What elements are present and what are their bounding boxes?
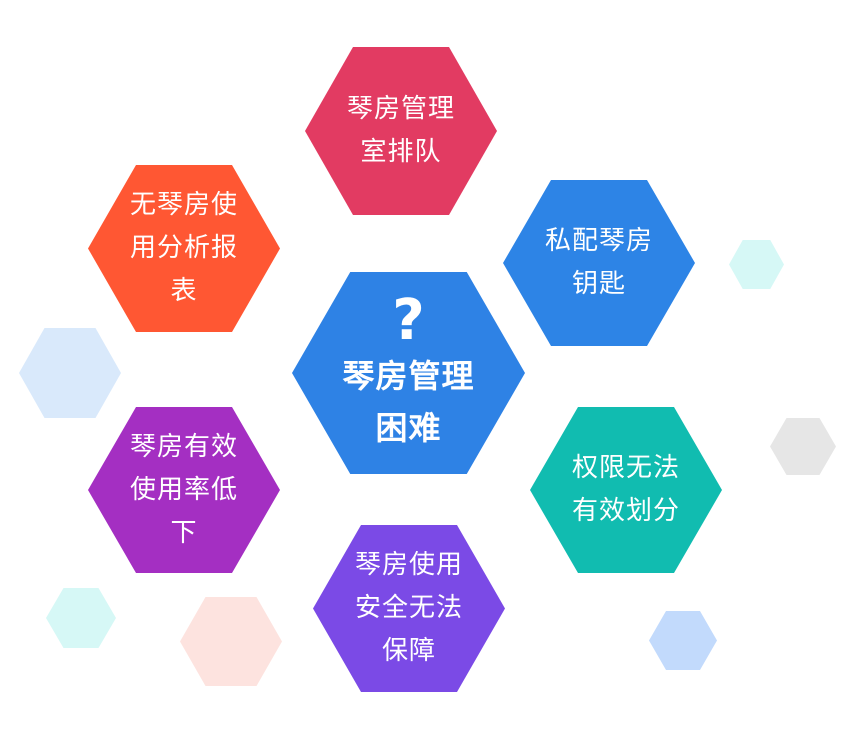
problem-text-line: 表 — [170, 276, 198, 306]
problem-text-line: 琴房管理 — [346, 94, 455, 124]
problem-hex-permissions: 权限无法有效划分 — [530, 407, 722, 573]
problem-text-line: 下 — [170, 517, 198, 548]
decor-hex-6 — [649, 611, 717, 670]
center-title-line-1: 琴房管理 — [342, 357, 475, 395]
problem-hex-queue: 琴房管理室排队 — [305, 47, 497, 215]
decor-hex-2 — [729, 240, 784, 289]
decor-hex-5 — [180, 597, 282, 686]
decor-hex-3 — [770, 418, 836, 475]
decor-hex-1 — [19, 328, 121, 418]
problem-text-line: 私配琴房 — [544, 226, 653, 256]
problem-hex-keys: 私配琴房钥匙 — [503, 180, 695, 346]
center-hex: ? 琴房管理 困难 — [292, 272, 525, 474]
problem-text-line: 无琴房使 — [129, 190, 238, 220]
problem-text-line: 用分析报 — [129, 233, 238, 263]
question-mark-icon: ? — [392, 288, 425, 353]
problem-text-line: 权限无法 — [571, 453, 680, 483]
problem-text-line: 有效划分 — [571, 496, 680, 526]
problem-text-line: 使用率低 — [129, 474, 238, 505]
problem-hex-safety: 琴房使用安全无法保障 — [313, 525, 505, 692]
problem-text-line: 钥匙 — [571, 269, 626, 299]
problem-text-line: 室排队 — [360, 137, 442, 167]
problem-text-line: 琴房有效 — [129, 431, 238, 462]
center-title-line-2: 困难 — [375, 409, 442, 447]
problem-hex-no-report: 无琴房使用分析报表 — [88, 165, 280, 332]
problem-text-line: 安全无法 — [354, 593, 463, 623]
problem-text-line: 琴房使用 — [354, 550, 463, 580]
decor-hex-4 — [46, 588, 116, 648]
problem-text-line: 保障 — [381, 636, 436, 666]
problem-hex-low-usage: 琴房有效使用率低下 — [88, 407, 280, 573]
